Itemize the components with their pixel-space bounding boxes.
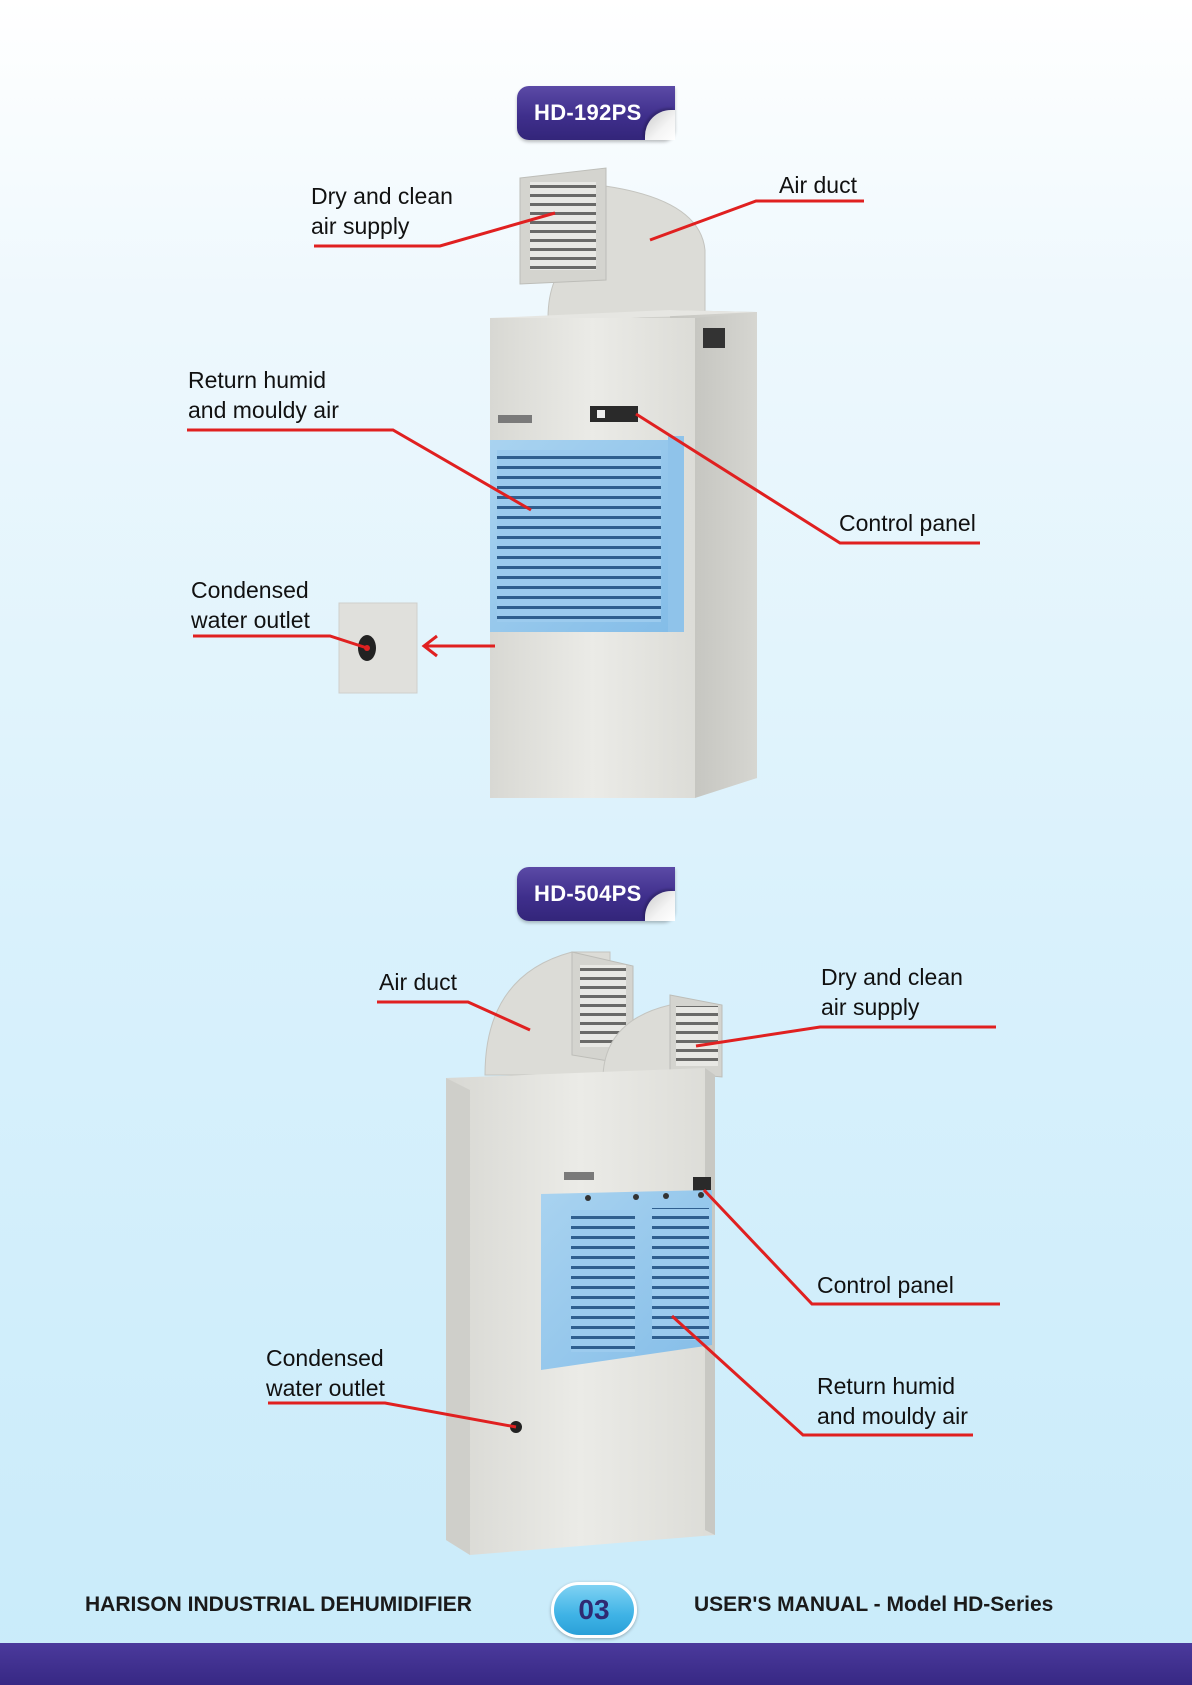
hd504-unit bbox=[446, 952, 722, 1555]
footer-company-name: HARISON INDUSTRIAL DEHUMIDIFIER bbox=[85, 1593, 472, 1617]
callout-dry-clean-air-supply: Dry and clean air supply bbox=[311, 181, 453, 241]
callout-condensed-water-outlet: Condensed water outlet bbox=[266, 1343, 385, 1403]
model-badge-hd504ps: HD-504PS bbox=[517, 867, 675, 921]
hd192-unit bbox=[339, 168, 757, 798]
callout-air-duct: Air duct bbox=[779, 170, 857, 200]
footer-manual-title: USER'S MANUAL - Model HD-Series bbox=[694, 1593, 1053, 1617]
callout-condensed-water-outlet: Condensed water outlet bbox=[191, 575, 310, 635]
footer-bar bbox=[0, 1643, 1192, 1685]
callout-return-humid-air: Return humid and mouldy air bbox=[188, 365, 339, 425]
page-curl-icon bbox=[645, 110, 675, 140]
page-curl-icon bbox=[645, 891, 675, 921]
callout-air-duct: Air duct bbox=[379, 967, 457, 997]
callout-dry-clean-air-supply: Dry and clean air supply bbox=[821, 962, 963, 1022]
page-number: 03 bbox=[578, 1594, 609, 1626]
model-badge-hd192ps: HD-192PS bbox=[517, 86, 675, 140]
callout-control-panel: Control panel bbox=[839, 508, 976, 538]
model-badge-label: HD-192PS bbox=[534, 100, 642, 126]
callout-return-humid-air: Return humid and mouldy air bbox=[817, 1371, 968, 1431]
model-badge-label: HD-504PS bbox=[534, 881, 642, 907]
page-number-badge: 03 bbox=[551, 1582, 637, 1638]
callout-control-panel: Control panel bbox=[817, 1270, 954, 1300]
